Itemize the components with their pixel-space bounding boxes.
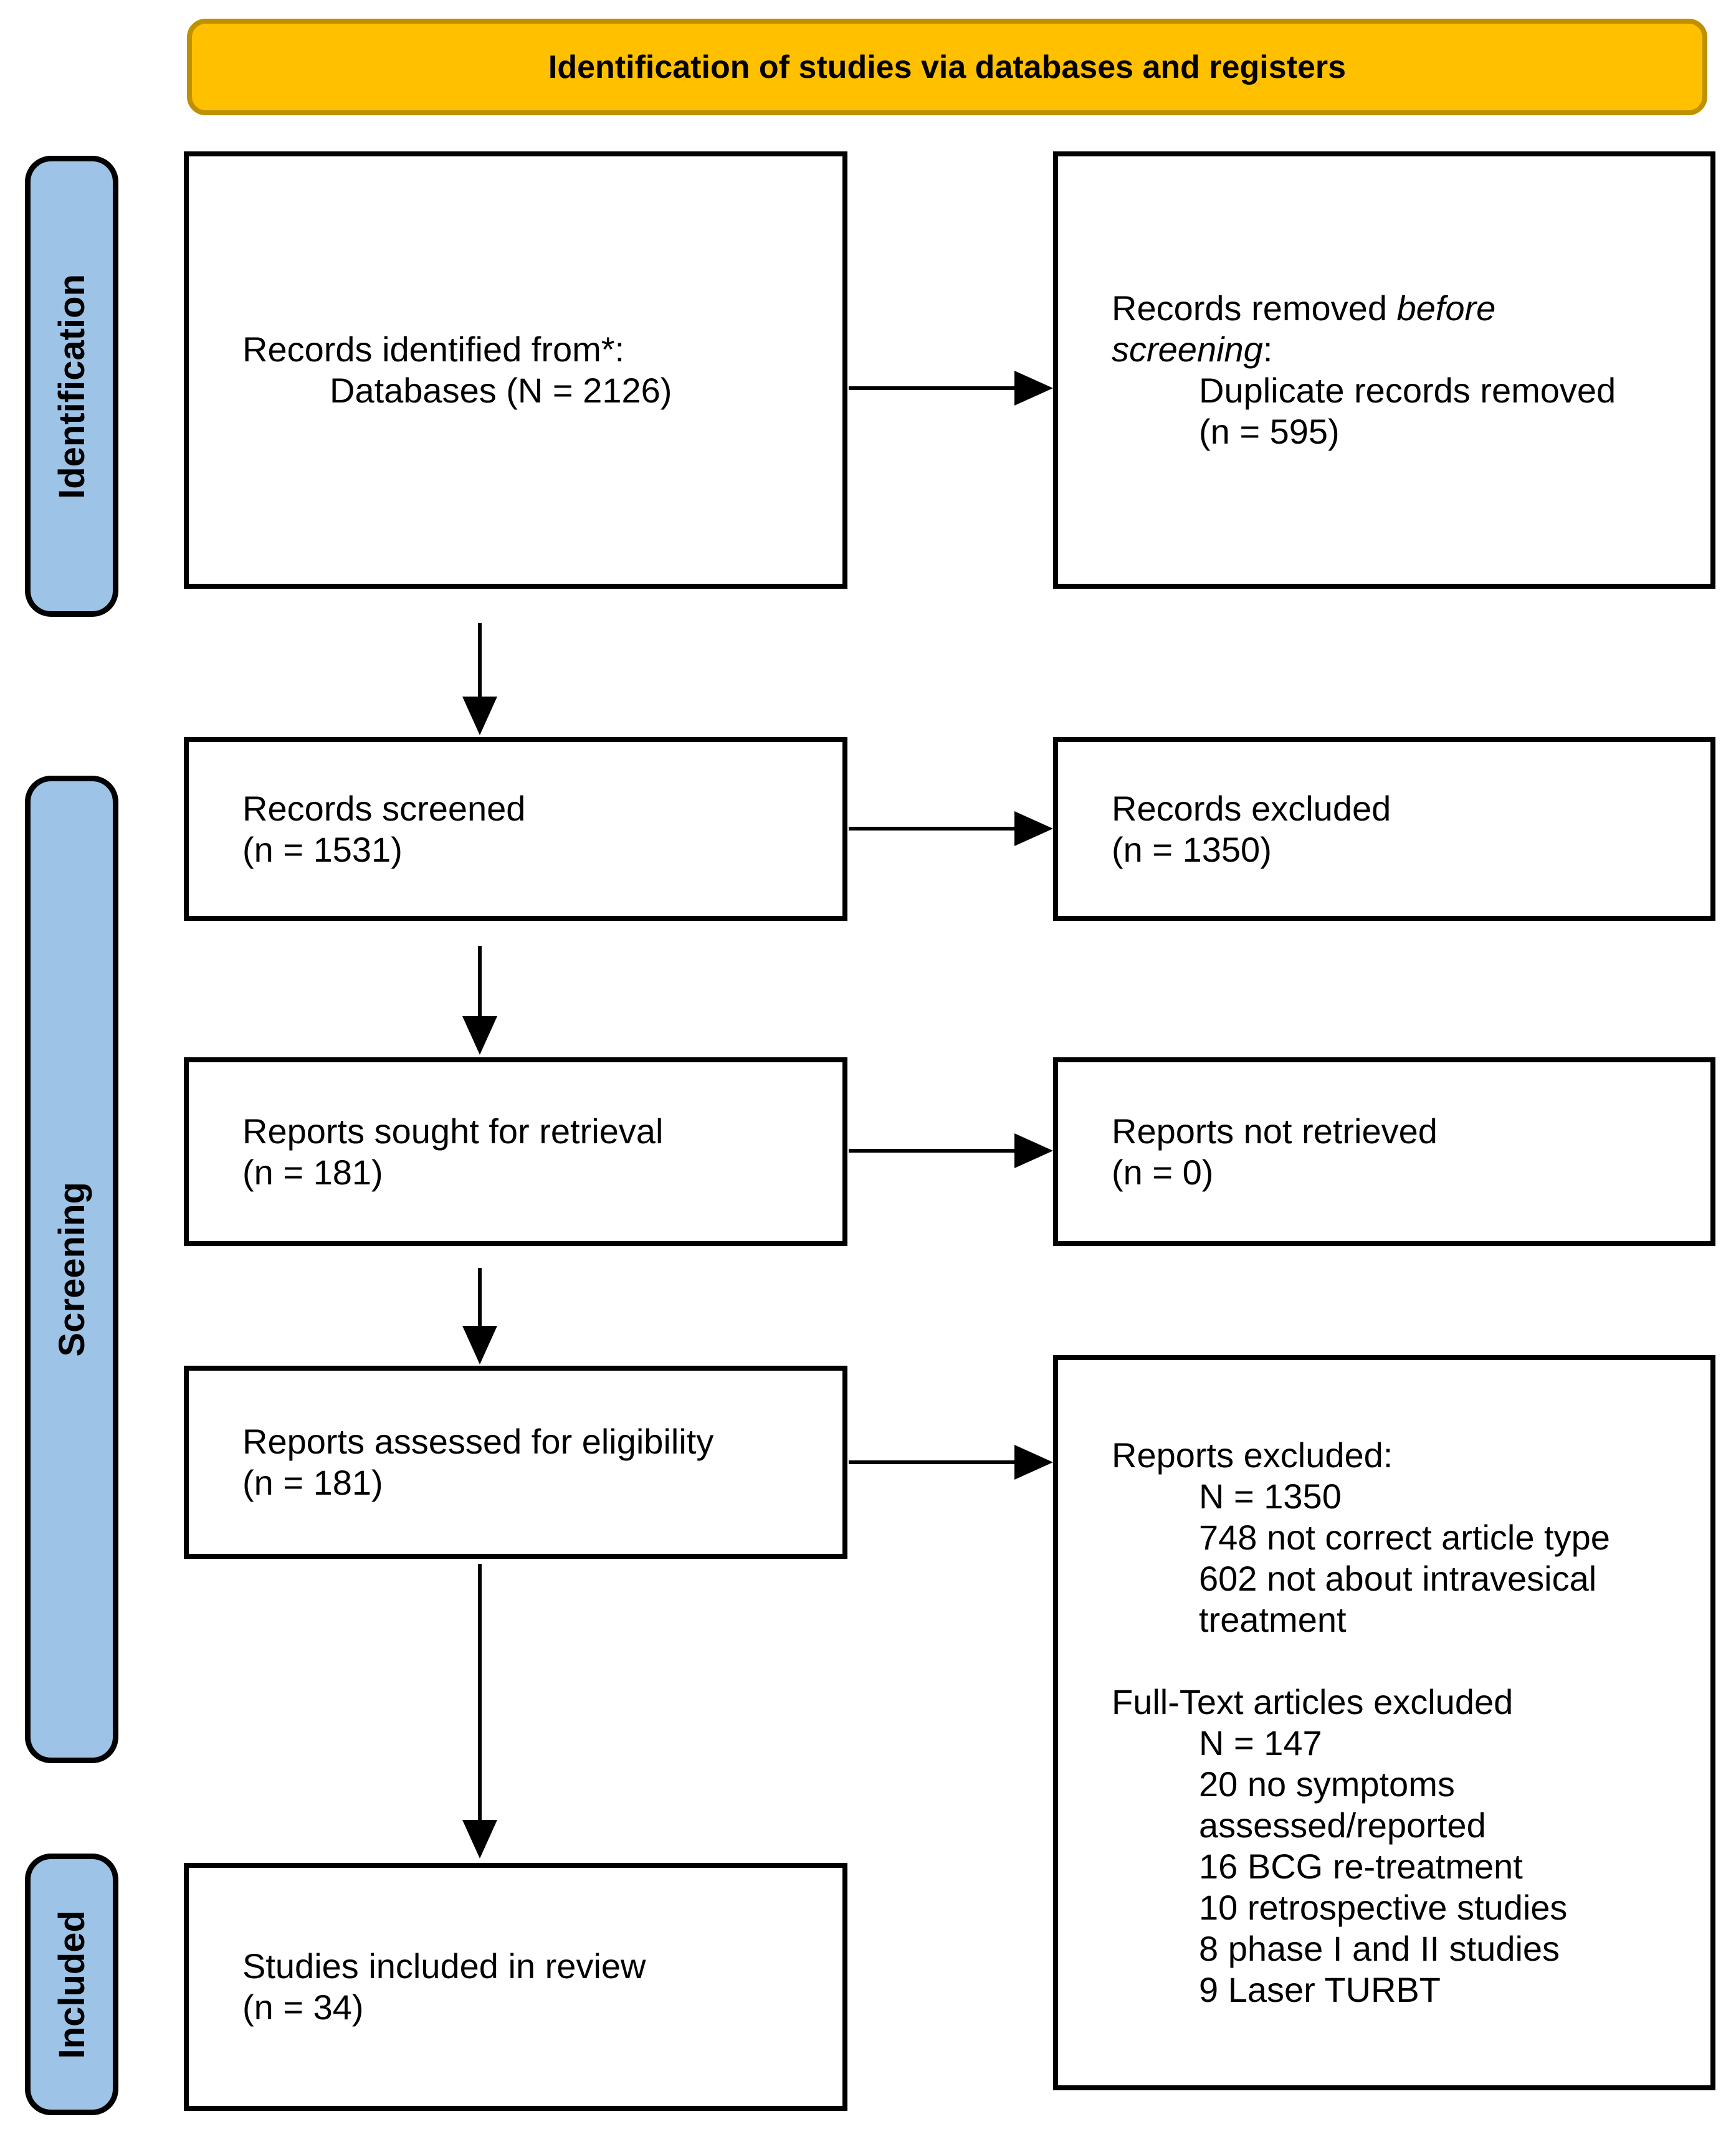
box-text-line: Reports assessed for eligibility xyxy=(242,1422,714,1461)
box-text-line: assessed/reported xyxy=(1199,1806,1486,1845)
arrow-down-3-stem xyxy=(478,1268,482,1327)
box-text-line: treatment xyxy=(1199,1600,1347,1639)
box-text-line: Records excluded xyxy=(1112,788,1391,828)
box-text-line: (n = 1531) xyxy=(242,829,403,869)
box-text-line: (n = 34) xyxy=(242,1987,364,2027)
diagram-title: Identification of studies via databases … xyxy=(548,49,1347,85)
arrow-right-2-stem xyxy=(849,827,1016,831)
arrow-right-3-stem xyxy=(849,1149,1016,1153)
diagram-title-banner: Identification of studies via databases … xyxy=(187,19,1707,115)
arrow-right-2-head xyxy=(1014,811,1053,846)
arrow-down-2-head xyxy=(462,1016,497,1055)
box-text-line: Records screened xyxy=(242,788,526,828)
box-text-line: Reports not retrieved xyxy=(1112,1111,1438,1151)
stage-bar-included: Included xyxy=(25,1854,118,2115)
stage-label-identification: Identification xyxy=(51,274,92,499)
arrow-right-1-head xyxy=(1014,371,1053,406)
box-text-line: Records identified from*: xyxy=(242,330,625,369)
box-text-line: N = 147 xyxy=(1199,1723,1322,1763)
arrow-down-3-head xyxy=(462,1326,497,1364)
box-text-line: 602 not about intravesical xyxy=(1199,1559,1597,1598)
box-text-line: (n = 0) xyxy=(1112,1152,1214,1192)
arrow-down-2-stem xyxy=(478,946,482,1017)
stage-bar-identification: Identification xyxy=(25,156,118,617)
arrow-down-4-stem xyxy=(478,1564,482,1822)
box-text-line: Databases (N = 2126) xyxy=(330,371,672,410)
box-text-line: Studies included in review xyxy=(242,1946,646,1986)
box-reports-sought-for-retrieval: Reports sought for retrieval(n = 181) xyxy=(184,1057,847,1246)
stage-label-screening: Screening xyxy=(51,1182,92,1357)
box-text-line: 20 no symptoms xyxy=(1199,1764,1455,1804)
arrow-right-4-stem xyxy=(849,1460,1016,1464)
box-text-line: Duplicate records removed xyxy=(1199,371,1616,410)
box-text-line: 8 phase I and II studies xyxy=(1199,1929,1560,1968)
box-text-line xyxy=(1112,1640,1692,1682)
box-text-line: screening: xyxy=(1112,330,1273,369)
box-text-line: Records removed before xyxy=(1112,288,1496,328)
arrow-right-1-stem xyxy=(849,386,1016,390)
stage-bar-screening: Screening xyxy=(25,776,118,1763)
arrow-right-4-head xyxy=(1014,1445,1053,1480)
box-text-line: Full-Text articles excluded xyxy=(1112,1682,1514,1721)
box-records-excluded: Records excluded(n = 1350) xyxy=(1053,737,1715,921)
box-records-identified: Records identified from*:Databases (N = … xyxy=(184,151,847,589)
box-reports-assessed-for-eligibility: Reports assessed for eligibility(n = 181… xyxy=(184,1366,847,1559)
arrow-down-4-head xyxy=(462,1820,497,1859)
box-text-line: 10 retrospective studies xyxy=(1199,1888,1568,1927)
box-text-line: Reports sought for retrieval xyxy=(242,1111,664,1151)
box-text-line: (n = 595) xyxy=(1199,412,1340,451)
box-text-line: (n = 181) xyxy=(242,1152,383,1192)
box-text-line: Reports excluded: xyxy=(1112,1435,1393,1475)
box-text-line: (n = 181) xyxy=(242,1463,383,1502)
box-text-line: N = 1350 xyxy=(1199,1477,1342,1516)
box-text-line: 16 BCG re-treatment xyxy=(1199,1847,1523,1886)
box-text-line: 9 Laser TURBT xyxy=(1199,1970,1441,2009)
box-records-screened: Records screened(n = 1531) xyxy=(184,737,847,921)
box-text-line: (n = 1350) xyxy=(1112,829,1272,869)
box-reports-not-retrieved: Reports not retrieved(n = 0) xyxy=(1053,1057,1715,1246)
arrow-down-1-stem xyxy=(478,623,482,698)
arrow-right-3-head xyxy=(1014,1133,1053,1168)
stage-label-included: Included xyxy=(51,1910,92,2059)
arrow-down-1-head xyxy=(462,697,497,735)
box-studies-included-in-review: Studies included in review(n = 34) xyxy=(184,1863,847,2111)
box-text-line: 748 not correct article type xyxy=(1199,1518,1610,1557)
